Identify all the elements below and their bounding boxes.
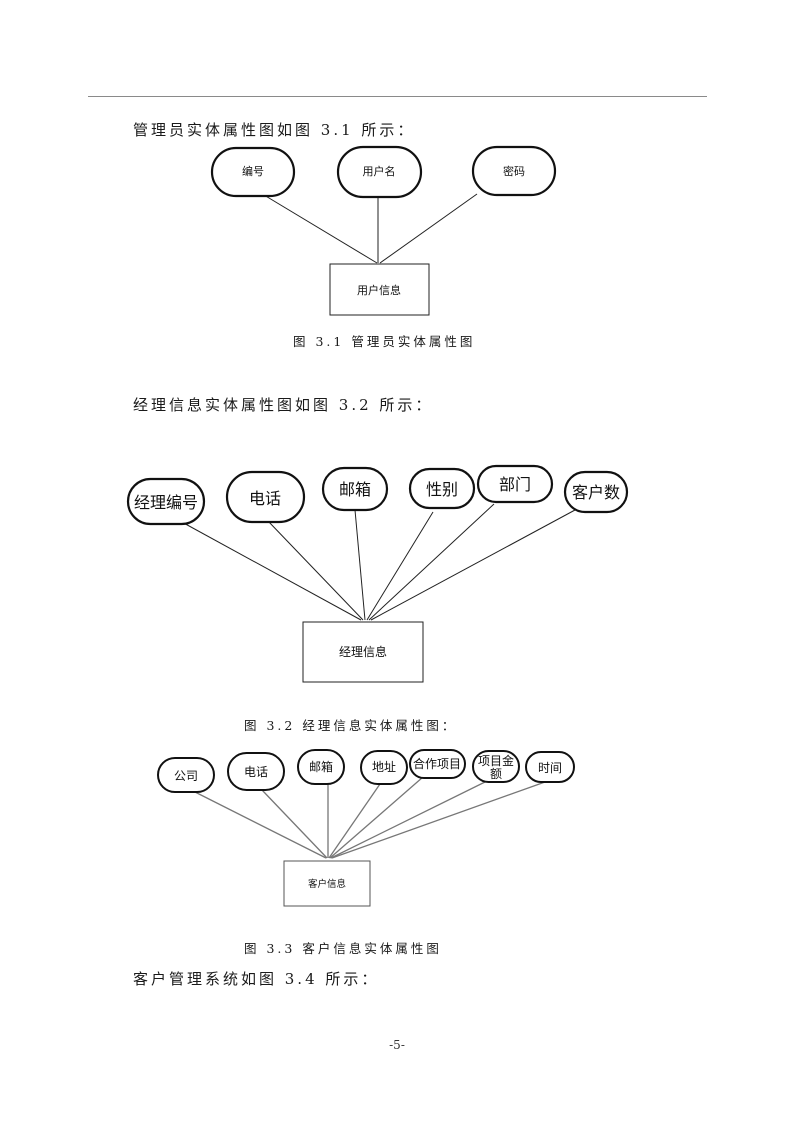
- attribute-label: 性别: [426, 480, 458, 499]
- attribute-label: 编号: [242, 164, 264, 178]
- connector-line: [263, 194, 378, 264]
- connector-line: [354, 509, 366, 621]
- attribute-ellipse: [297, 749, 345, 785]
- attribute-ellipse: [471, 145, 557, 197]
- attribute-ellipse: [360, 750, 408, 785]
- attribute-ellipse: [225, 470, 306, 524]
- entity-label: 用户信息: [357, 283, 401, 297]
- attribute-label: 客户数: [572, 483, 620, 502]
- attribute-label: 邮箱: [339, 480, 371, 499]
- attribute-ellipse: [126, 477, 206, 526]
- attribute-label: 邮箱: [309, 759, 333, 774]
- attribute-ellipse: [563, 470, 629, 514]
- attribute-ellipse: [336, 145, 423, 199]
- entity-label: 客户信息: [308, 878, 346, 890]
- connector-line: [329, 776, 424, 859]
- page-number: -5-: [389, 1038, 405, 1052]
- attribute-label: 额: [490, 767, 502, 781]
- caption-figure-3-3: 图 3.3 客户信息实体属性图: [244, 941, 442, 956]
- connector-line: [368, 503, 495, 621]
- attribute-ellipse: [525, 751, 575, 783]
- caption-figure-3-1: 图 3.1 管理员实体属性图: [293, 334, 476, 349]
- paragraph-figure-3-1-intro: 管理员实体属性图如图 3.1 所示：: [133, 121, 416, 139]
- attribute-ellipse: [409, 749, 466, 779]
- attribute-label: 地址: [372, 760, 396, 774]
- attribute-label: 用户名: [363, 164, 396, 178]
- paragraph-figure-3-2-intro: 经理信息实体属性图如图 3.2 所示：: [133, 396, 434, 414]
- connector-line: [261, 789, 328, 859]
- connector-line: [267, 520, 364, 621]
- attribute-ellipse: [472, 750, 520, 783]
- connector-line: [330, 780, 488, 859]
- entity-box: [283, 860, 371, 907]
- caption-figure-3-2: 图 3.2 经理信息实体属性图：: [244, 718, 458, 733]
- connector-line: [179, 520, 362, 621]
- entity-box: [329, 263, 430, 316]
- attribute-ellipse: [321, 466, 389, 512]
- attribute-label: 电话: [244, 765, 268, 779]
- connector-line: [331, 781, 546, 859]
- entity-box: [302, 621, 424, 683]
- connector-line: [328, 783, 381, 859]
- paragraph-figure-3-4-intro: 客户管理系统如图 3.4 所示：: [133, 970, 380, 988]
- attribute-label: 时间: [538, 761, 562, 775]
- attribute-label: 电话: [249, 489, 281, 508]
- attribute-label: 合作项目: [413, 756, 461, 771]
- attribute-ellipse: [408, 467, 476, 510]
- attribute-label: 项目金: [478, 753, 514, 768]
- connector-line: [194, 791, 327, 859]
- entity-label: 经理信息: [339, 644, 387, 659]
- attribute-label: 部门: [499, 475, 531, 494]
- connector-line: [370, 509, 576, 621]
- connector-line: [379, 193, 478, 264]
- connector-line: [366, 511, 434, 621]
- attribute-ellipse: [157, 757, 215, 793]
- attribute-ellipse: [476, 464, 554, 504]
- attribute-label: 公司: [174, 769, 198, 783]
- attribute-label: 密码: [503, 164, 525, 178]
- header-rule: [88, 96, 707, 97]
- attribute-ellipse: [210, 146, 296, 198]
- attribute-label: 经理编号: [134, 493, 198, 512]
- attribute-ellipse: [227, 752, 285, 791]
